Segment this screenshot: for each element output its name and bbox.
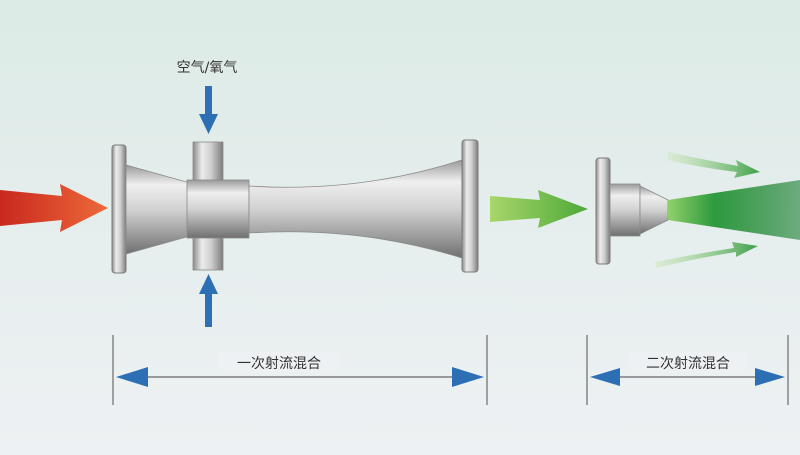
stage2-dimension: 二次射流混合 xyxy=(586,335,789,405)
stage1-arrow-right xyxy=(452,367,484,387)
outlet-flange xyxy=(461,139,479,273)
entrainment-arrow-bottom xyxy=(655,242,758,268)
feed-arrow-red xyxy=(0,184,108,232)
stage1-label: 一次射流混合 xyxy=(237,356,321,372)
mixing-chamber xyxy=(186,179,250,239)
secondary-nozzle xyxy=(595,157,669,265)
primary-ejector xyxy=(111,139,479,274)
stage2-arrow-right xyxy=(755,368,785,386)
air-arrow-down xyxy=(199,86,218,134)
mid-flow-arrow-green xyxy=(490,190,588,228)
inlet-flange xyxy=(111,144,127,274)
entrainment-arrow-top xyxy=(668,152,760,178)
air-arrow-up xyxy=(199,274,218,327)
stage2-label-bg xyxy=(629,352,747,372)
nozzle-flange xyxy=(595,157,611,265)
green-jet xyxy=(668,180,800,240)
stage2-label: 二次射流混合 xyxy=(646,356,730,372)
stage1-label-bg xyxy=(218,352,340,372)
stage1-dimension: 一次射流混合 xyxy=(112,335,488,405)
air-oxygen-label: 空气/氧气 xyxy=(177,60,238,76)
stage1-arrow-left xyxy=(116,367,148,387)
nozzle-body xyxy=(609,183,641,237)
stage2-arrow-left xyxy=(590,368,620,386)
